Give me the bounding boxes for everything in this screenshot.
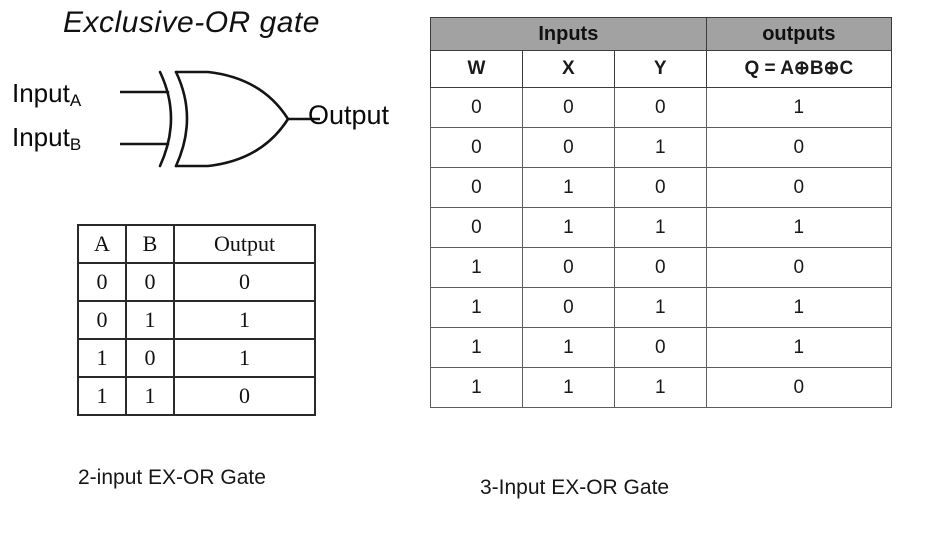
xor-gate-diagram: InputA InputB Output xyxy=(0,66,430,176)
column-header-q: Q = A⊕B⊕C xyxy=(705,50,893,88)
cell-w: 0 xyxy=(430,87,523,128)
input-a-label: InputA xyxy=(12,80,81,109)
table-row: 0 0 1 0 xyxy=(430,127,893,168)
column-header-a: A xyxy=(77,224,127,264)
table-row: 1 0 1 1 xyxy=(430,287,893,328)
cell-y: 1 xyxy=(613,207,707,248)
cell-x: 0 xyxy=(521,87,615,128)
table-row: 1 0 1 xyxy=(77,338,316,378)
cell-output: 1 xyxy=(173,300,316,340)
cell-output: 0 xyxy=(173,262,316,302)
cell-q: 1 xyxy=(705,287,893,328)
table-row: 0 0 0 xyxy=(77,262,316,302)
table-header-row: W X Y Q = A⊕B⊕C xyxy=(430,50,893,88)
cell-q: 0 xyxy=(705,367,893,408)
cell-y: 1 xyxy=(613,367,707,408)
cell-a: 1 xyxy=(77,338,127,378)
cell-x: 1 xyxy=(521,167,615,208)
cell-w: 1 xyxy=(430,287,523,328)
cell-w: 0 xyxy=(430,127,523,168)
cell-x: 1 xyxy=(521,327,615,368)
table-row: 1 1 0 1 xyxy=(430,327,893,368)
cell-y: 1 xyxy=(613,127,707,168)
table-row: 0 1 0 0 xyxy=(430,167,893,208)
table-row: 1 1 1 0 xyxy=(430,367,893,408)
column-header-w: W xyxy=(430,50,523,88)
cell-x: 1 xyxy=(521,367,615,408)
cell-b: 1 xyxy=(125,300,175,340)
column-header-b: B xyxy=(125,224,175,264)
caption-3-input-gate: 3-Input EX-OR Gate xyxy=(480,476,670,499)
truth-table-2-input: A B Output 0 0 0 0 1 1 1 0 1 1 1 0 xyxy=(77,224,316,416)
cell-output: 1 xyxy=(173,338,316,378)
cell-w: 0 xyxy=(430,167,523,208)
cell-q: 1 xyxy=(705,327,893,368)
truth-table-3-input: Inputs outputs W X Y Q = A⊕B⊕C 0 0 0 1 0… xyxy=(430,17,893,408)
input-a-name: Input xyxy=(12,78,70,108)
cell-q: 0 xyxy=(705,127,893,168)
cell-b: 1 xyxy=(125,376,175,416)
cell-a: 0 xyxy=(77,262,127,302)
cell-x: 0 xyxy=(521,127,615,168)
cell-output: 0 xyxy=(173,376,316,416)
cell-q: 1 xyxy=(705,207,893,248)
group-header-inputs: Inputs xyxy=(430,17,707,51)
input-b-label: InputB xyxy=(12,124,81,153)
column-header-output: Output xyxy=(173,224,316,264)
input-a-subscript: A xyxy=(69,91,82,110)
cell-y: 0 xyxy=(613,327,707,368)
gate-diagram-title: Exclusive-OR gate xyxy=(63,6,320,39)
cell-a: 0 xyxy=(77,300,127,340)
gate-output-label: Output xyxy=(308,100,390,130)
cell-q: 1 xyxy=(705,87,893,128)
table-row: 0 1 1 1 xyxy=(430,207,893,248)
cell-b: 0 xyxy=(125,338,175,378)
table-header-row: A B Output xyxy=(77,224,316,264)
cell-y: 1 xyxy=(613,287,707,328)
cell-a: 1 xyxy=(77,376,127,416)
cell-w: 1 xyxy=(430,367,523,408)
cell-x: 0 xyxy=(521,247,615,288)
column-header-y: Y xyxy=(613,50,707,88)
cell-x: 1 xyxy=(521,207,615,248)
cell-q: 0 xyxy=(705,247,893,288)
table-row: 0 0 0 1 xyxy=(430,87,893,128)
cell-w: 1 xyxy=(430,247,523,288)
input-b-subscript: B xyxy=(69,135,82,154)
caption-2-input-gate: 2-input EX-OR Gate xyxy=(78,466,266,489)
table-row: 0 1 1 xyxy=(77,300,316,340)
table-group-header-row: Inputs outputs xyxy=(430,17,893,51)
cell-w: 1 xyxy=(430,327,523,368)
cell-y: 0 xyxy=(613,87,707,128)
table-row: 1 0 0 0 xyxy=(430,247,893,288)
cell-q: 0 xyxy=(705,167,893,208)
input-b-name: Input xyxy=(12,122,70,152)
cell-y: 0 xyxy=(613,247,707,288)
cell-w: 0 xyxy=(430,207,523,248)
cell-y: 0 xyxy=(613,167,707,208)
table-row: 1 1 0 xyxy=(77,376,316,416)
cell-x: 0 xyxy=(521,287,615,328)
group-header-outputs: outputs xyxy=(705,17,893,51)
cell-b: 0 xyxy=(125,262,175,302)
column-header-x: X xyxy=(521,50,615,88)
xor-gate-symbol-icon xyxy=(120,70,320,168)
